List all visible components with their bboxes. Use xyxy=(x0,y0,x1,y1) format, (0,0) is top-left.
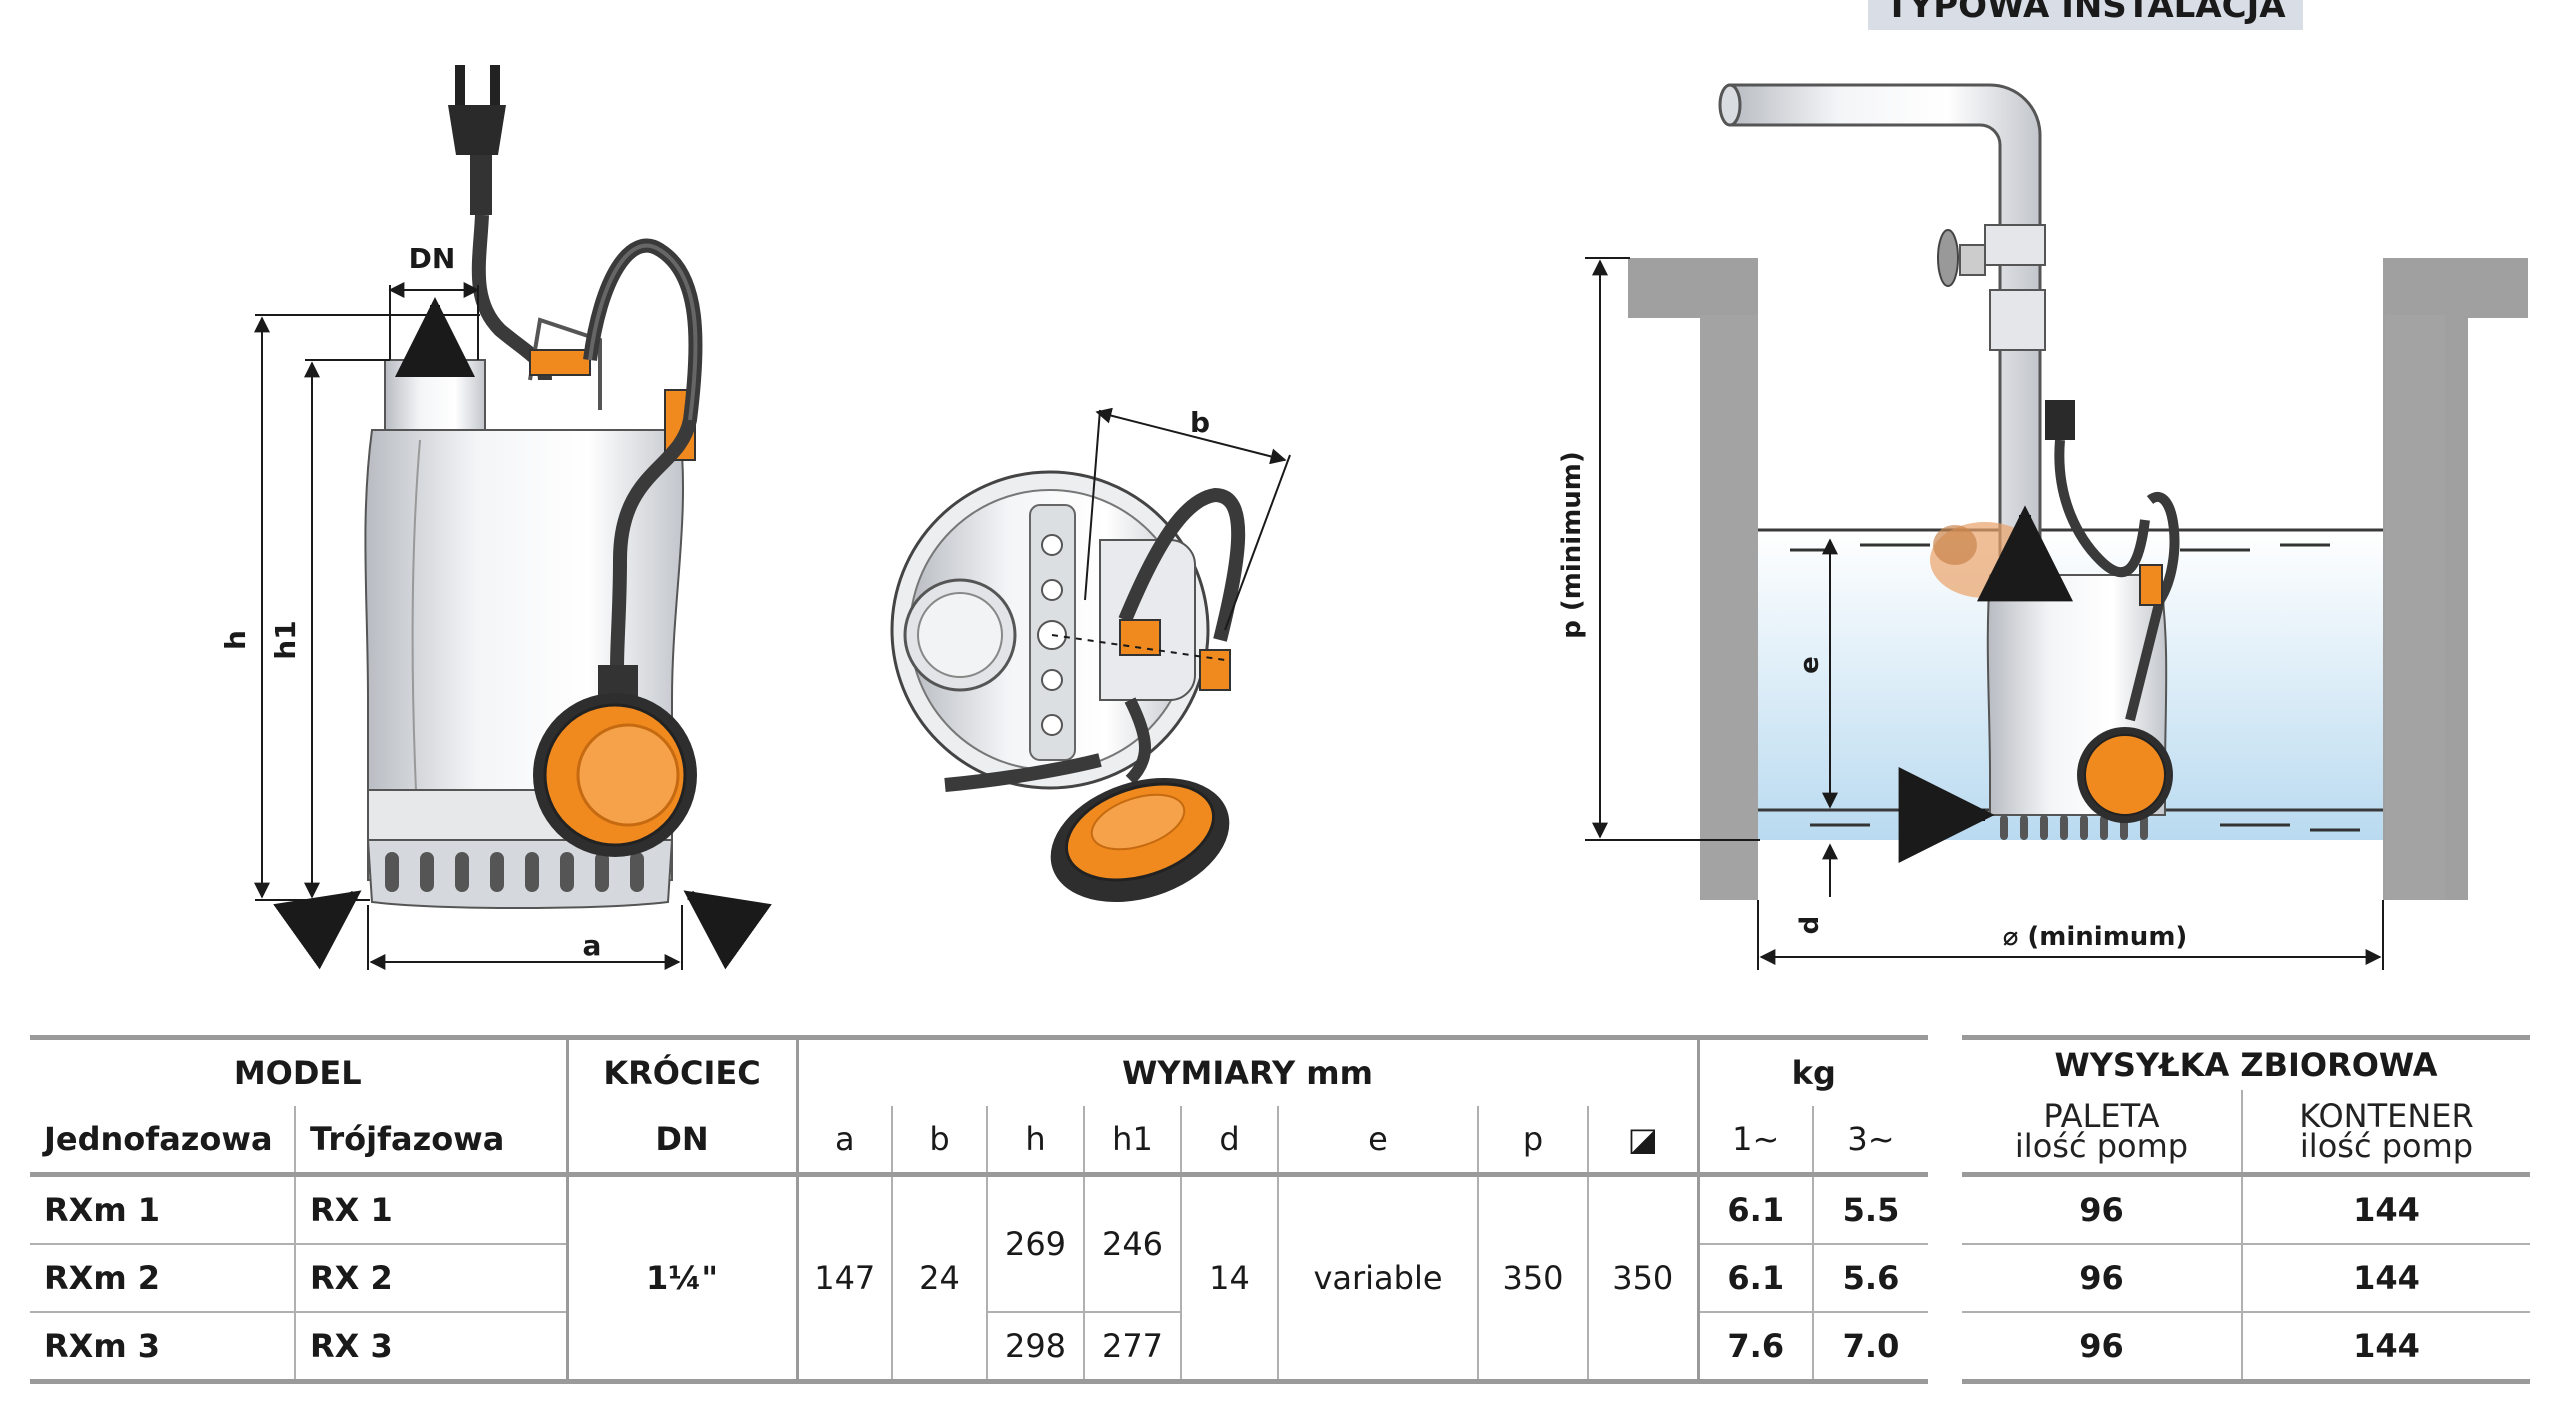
dim-p-label: p (minimum) xyxy=(1557,451,1587,639)
model-three: RX 3 xyxy=(294,1312,567,1382)
col-p: p xyxy=(1477,1106,1588,1177)
installation-drawing: p (minimum) e d ⌀ (minimum) xyxy=(1557,83,2528,970)
col-a: a xyxy=(795,1106,892,1177)
kg-header: kg xyxy=(1696,1037,1928,1106)
dim-d-label: d xyxy=(1795,916,1825,935)
pallet-qty-label: ilość pomp xyxy=(2014,1127,2189,1165)
installation-title: TYPOWA INSTALACJA xyxy=(1868,0,2303,30)
model-single: RXm 1 xyxy=(30,1174,295,1245)
col-h1: h1 xyxy=(1083,1106,1181,1177)
model-three: RX 2 xyxy=(294,1244,567,1313)
h1-value-1-2: 246 xyxy=(1083,1174,1181,1313)
table-row: 96 144 xyxy=(1962,1174,2530,1245)
p-value: 350 xyxy=(1477,1174,1588,1382)
col-e: e xyxy=(1277,1106,1478,1177)
col-square: ◪ xyxy=(1587,1106,1698,1177)
krociec-header: KRÓCIEC xyxy=(565,1037,797,1106)
technical-drawings: DN h h1 a b xyxy=(219,65,2528,970)
pump-top-view: b xyxy=(890,406,1291,903)
container-value: 144 xyxy=(2241,1174,2530,1245)
wymiary-header: WYMIARY mm xyxy=(795,1037,1698,1106)
dim-minimum-label: ⌀ (minimum) xyxy=(2003,922,2188,952)
pump-side-view: DN h h1 a xyxy=(219,65,772,970)
dim-h1-label: h1 xyxy=(269,620,302,659)
pallet-value: 96 xyxy=(1962,1174,2242,1245)
pallet-label: PALETA xyxy=(2043,1097,2160,1135)
col-d: d xyxy=(1180,1106,1278,1177)
single-phase-header: Jednofazowa xyxy=(30,1106,295,1177)
square-value: 350 xyxy=(1587,1174,1698,1382)
kg3-value: 5.6 xyxy=(1812,1244,1928,1313)
table-row: RXm 1 RX 1 1¼" 147 24 269 246 14 variabl… xyxy=(30,1174,1928,1382)
model-single: RXm 3 xyxy=(44,1327,161,1365)
container-value: 144 xyxy=(2241,1312,2530,1382)
col-kg-1: 1~ xyxy=(1696,1106,1813,1177)
kg1-value: 6.1 xyxy=(1696,1174,1813,1245)
a-value: 147 xyxy=(795,1174,892,1382)
dim-a-label: a xyxy=(583,929,602,962)
pallet-value: 96 xyxy=(2079,1327,2124,1365)
kg1-value: 7.6 xyxy=(1696,1312,1813,1382)
dim-h-label: h xyxy=(219,630,252,650)
container-value: 144 xyxy=(2241,1244,2530,1313)
col-b: b xyxy=(891,1106,987,1177)
three-phase-header: Trójfazowa xyxy=(294,1106,567,1177)
h-value-3: 298 xyxy=(986,1312,1084,1382)
kg3-value: 5.5 xyxy=(1812,1174,1928,1245)
b-value: 24 xyxy=(891,1174,987,1382)
dim-b-label: b xyxy=(1190,406,1210,439)
model-single: RXm 2 xyxy=(30,1244,295,1313)
table-row: 96 144 xyxy=(1962,1244,2530,1313)
spec-table: MODEL KRÓCIEC WYMIARY mm kg Jednofazowa … xyxy=(30,1035,1928,1384)
h1-value-3: 277 xyxy=(1083,1312,1181,1382)
kg3-value: 7.0 xyxy=(1812,1312,1928,1382)
container-qty-label: ilość pomp xyxy=(2299,1127,2474,1165)
model-three: RX 1 xyxy=(294,1174,567,1245)
kg1-value: 6.1 xyxy=(1696,1244,1813,1313)
col-kg-3: 3~ xyxy=(1812,1106,1928,1177)
col-h: h xyxy=(986,1106,1084,1177)
e-value: variable xyxy=(1277,1174,1478,1382)
dim-e-label: e xyxy=(1795,656,1825,674)
h-value-1-2: 269 xyxy=(986,1174,1084,1313)
dn-header: DN xyxy=(565,1106,797,1177)
dim-dn-label: DN xyxy=(409,242,456,275)
model-header: MODEL xyxy=(233,1054,362,1092)
pallet-value: 96 xyxy=(1962,1244,2242,1313)
shipping-table: WYSYŁKA ZBIOROWA PALETA ilość pomp KONTE… xyxy=(1962,1035,2530,1384)
d-value: 14 xyxy=(1180,1174,1278,1382)
container-label: KONTENER xyxy=(2299,1097,2474,1135)
dn-value: 1¼" xyxy=(565,1174,797,1382)
table-row: 96 144 xyxy=(1962,1312,2530,1382)
table-row: RXm 2 RX 2 6.1 5.6 xyxy=(30,1244,1928,1313)
table-row: RXm 3 RX 3 298 277 7.6 7.0 xyxy=(30,1312,1928,1382)
shipping-title: WYSYŁKA ZBIOROWA xyxy=(2054,1046,2438,1084)
